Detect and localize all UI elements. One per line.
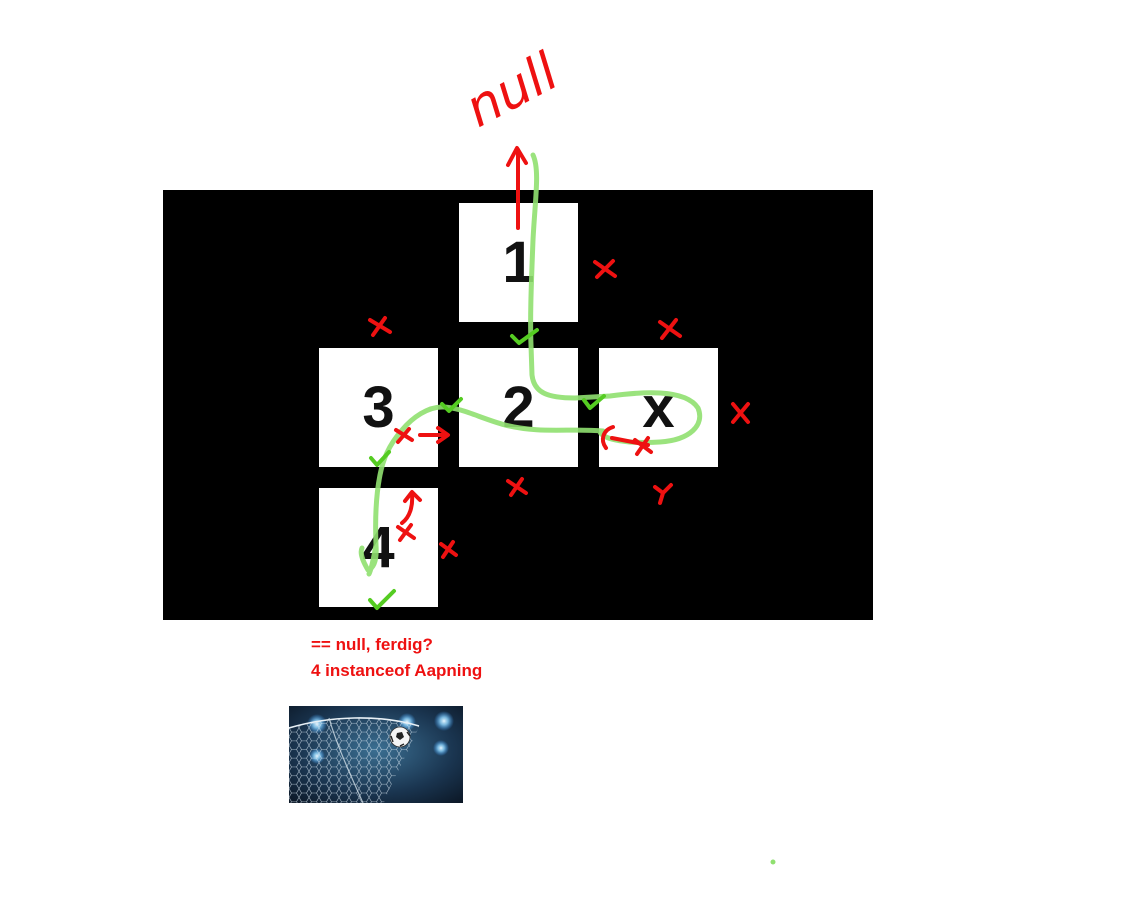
stray-dot <box>770 859 776 865</box>
annotation-note: == null, ferdig? 4 instanceof Aapning <box>311 632 482 684</box>
cell-1: 1 <box>459 203 578 322</box>
note-line-1: == null, ferdig? <box>311 635 433 654</box>
cell-label-1: 1 <box>502 230 535 295</box>
cell-2: 2 <box>459 348 578 467</box>
cell-4: 4 <box>319 488 438 607</box>
maze-board: 1 3 2 x 4 <box>163 190 873 620</box>
cell-label-3: 3 <box>362 375 395 440</box>
cell-label-2: 2 <box>502 375 535 440</box>
cell-label-4: 4 <box>362 515 395 580</box>
soccer-ball-net-image <box>289 706 463 803</box>
cell-label-x: x <box>642 375 675 440</box>
note-line-2: 4 instanceof Aapning <box>311 661 483 680</box>
null-handwriting: null <box>456 42 568 140</box>
cell-x: x <box>599 348 718 467</box>
cell-3: 3 <box>319 348 438 467</box>
